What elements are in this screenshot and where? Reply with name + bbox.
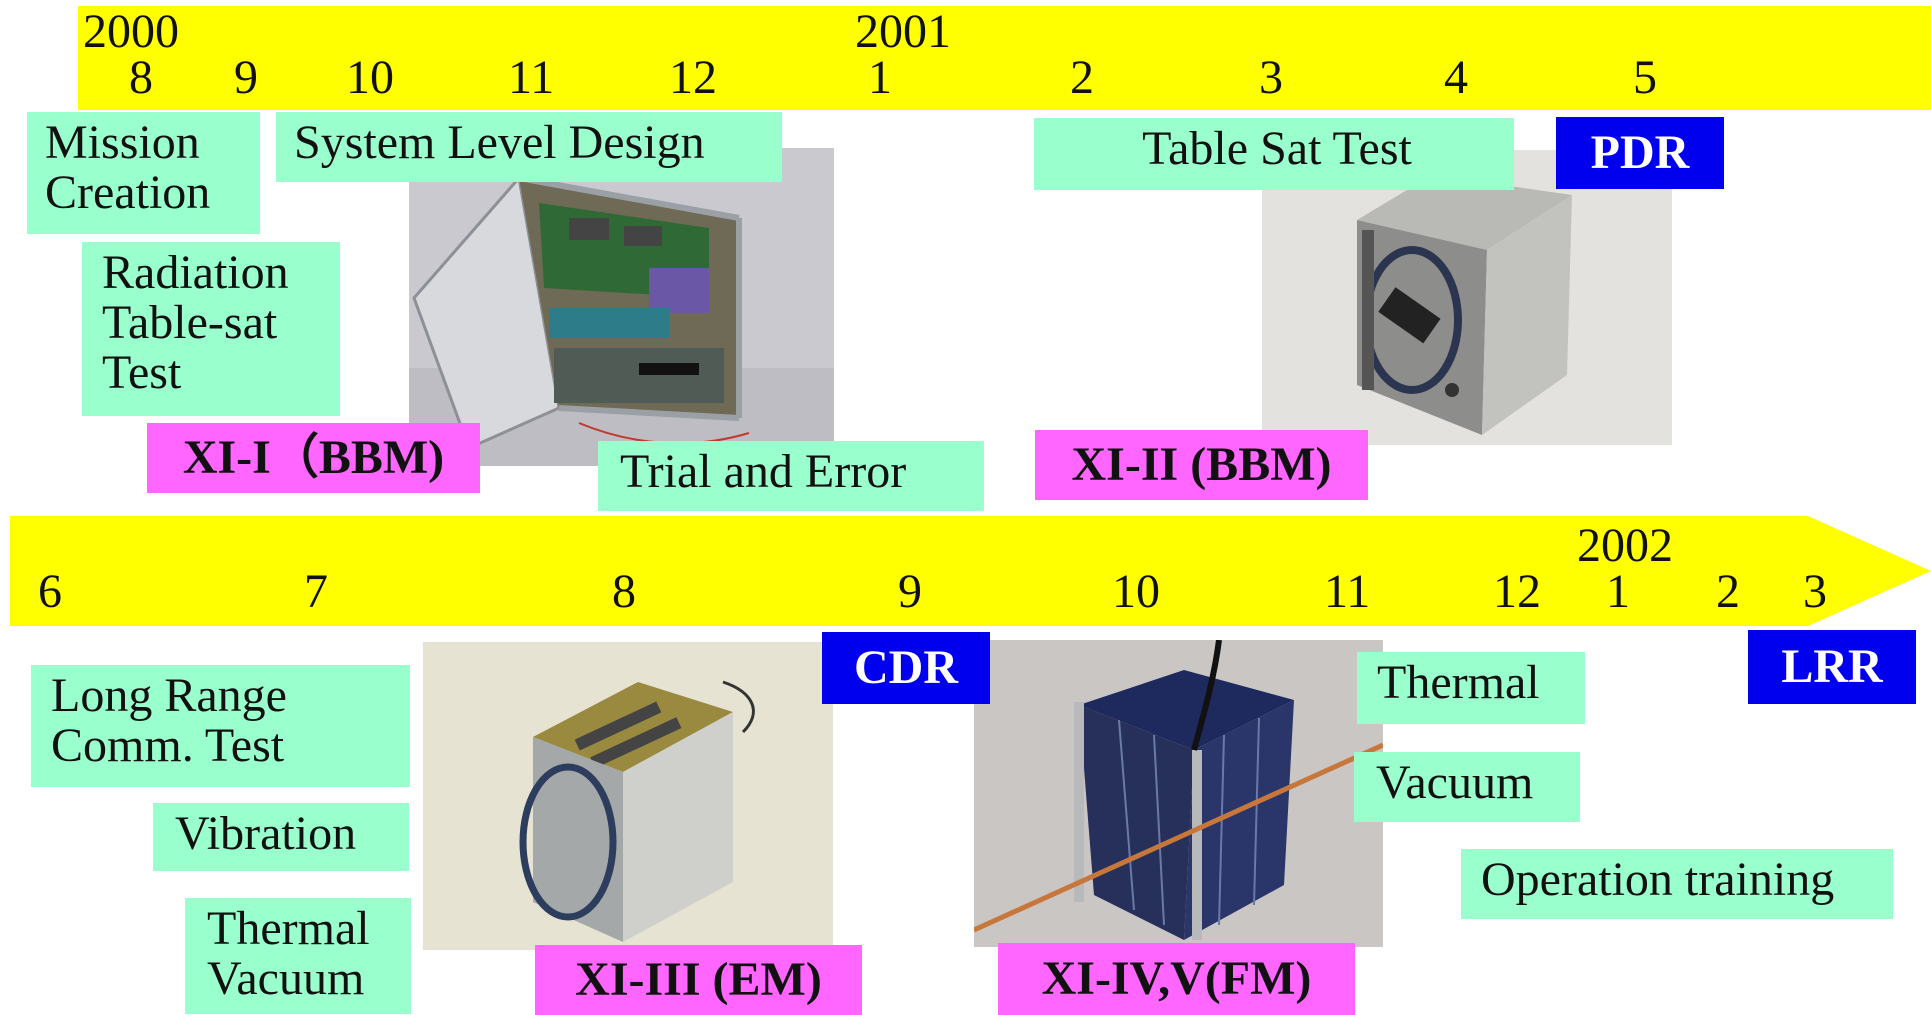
- month-label: 11: [508, 51, 555, 104]
- activity-radiation-tablesat-test: Radiation Table-sat Test: [82, 242, 340, 416]
- month-label: 9: [898, 565, 922, 618]
- review-tag-pdr: PDR: [1556, 117, 1724, 189]
- month-label: 8: [612, 565, 636, 618]
- photo-xi1-bbm: [409, 148, 834, 466]
- year-label-2001: 2001: [855, 5, 951, 58]
- timeline-arrow-bottom: [10, 516, 1931, 626]
- month-label: 3: [1259, 51, 1283, 104]
- model-tag-xi2: XI-II (BBM): [1035, 430, 1368, 500]
- review-tag-cdr: CDR: [822, 632, 990, 704]
- month-label: 8: [129, 51, 153, 104]
- month-label: 7: [304, 565, 328, 618]
- photo-xi2-bbm: [1262, 150, 1672, 445]
- activity-vibration: Vibration: [153, 803, 409, 871]
- month-label: 1: [868, 51, 892, 104]
- timeline-band-top: [78, 6, 1931, 110]
- month-label: 9: [234, 51, 258, 104]
- activity-mission-creation: Mission Creation: [27, 112, 260, 234]
- activity-operation-training: Operation training: [1461, 849, 1893, 919]
- activity-trial-and-error: Trial and Error: [598, 441, 984, 511]
- model-tag-xi3: XI-III (EM): [535, 945, 862, 1015]
- year-label-2002: 2002: [1577, 519, 1673, 572]
- month-label: 6: [38, 565, 62, 618]
- activity-long-range-comm-test: Long Range Comm. Test: [31, 665, 410, 787]
- month-label: 10: [1112, 565, 1160, 618]
- photo-xi3-em: [423, 642, 833, 950]
- month-label: 11: [1324, 565, 1371, 618]
- month-label: 2: [1070, 51, 1094, 104]
- month-label: 5: [1633, 51, 1657, 104]
- month-label: 4: [1444, 51, 1468, 104]
- month-label: 3: [1803, 565, 1827, 618]
- review-tag-lrr: LRR: [1748, 630, 1916, 704]
- activity-table-sat-test: Table Sat Test: [1034, 118, 1514, 190]
- photo-xi45-fm: [974, 640, 1383, 947]
- model-tag-xi1: XI-I（BBM): [147, 423, 480, 493]
- activity-thermal: Thermal: [1357, 652, 1585, 724]
- month-label: 10: [346, 51, 394, 104]
- activity-thermal-vacuum: Thermal Vacuum: [185, 898, 411, 1014]
- activity-system-level-design: System Level Design: [276, 112, 782, 182]
- month-label: 12: [669, 51, 717, 104]
- month-label: 2: [1716, 565, 1740, 618]
- month-label: 1: [1606, 565, 1630, 618]
- model-tag-xi45: XI-IV,V(FM): [998, 943, 1355, 1015]
- activity-vacuum: Vacuum: [1354, 752, 1580, 822]
- month-label: 12: [1493, 565, 1541, 618]
- year-label-2000: 2000: [83, 5, 179, 58]
